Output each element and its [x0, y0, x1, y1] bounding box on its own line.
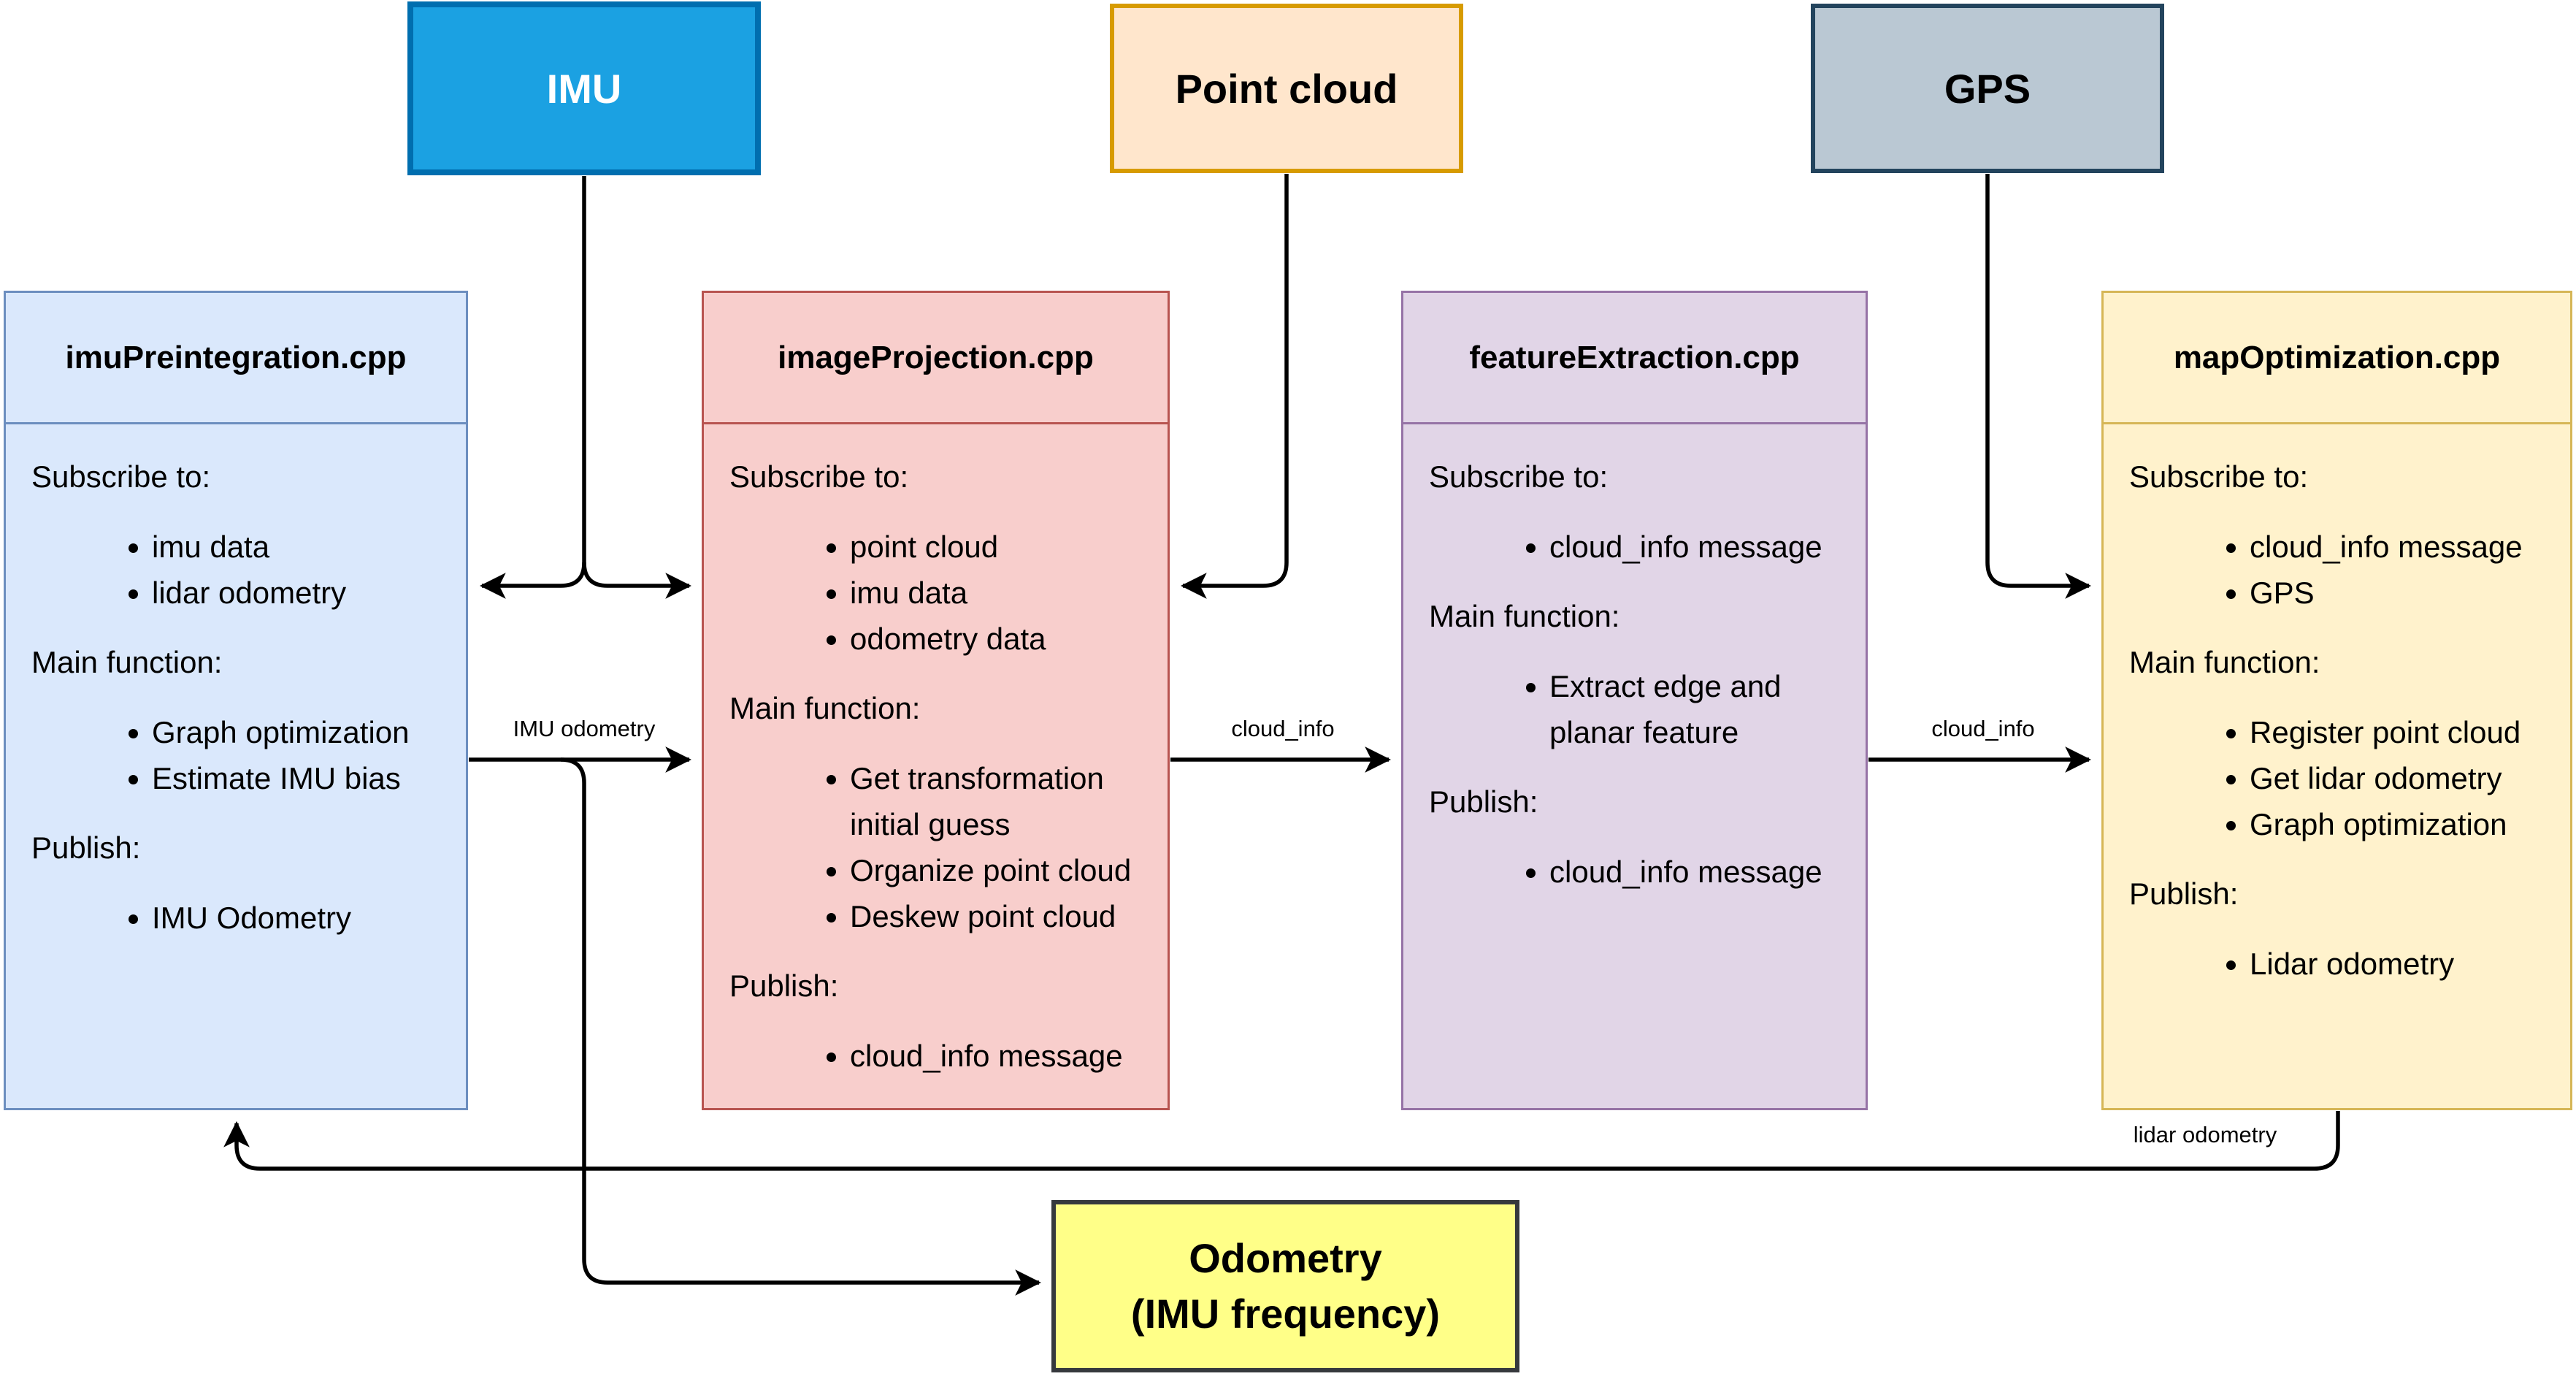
edge-label-lidar-odometry: lidar odometry [2133, 1122, 2277, 1147]
publish-list: cloud_info message [729, 1033, 1160, 1079]
list-item: point cloud [850, 524, 1160, 570]
wire-branch-to-odometry [560, 757, 1041, 1296]
main-heading: Main function: [2129, 645, 2320, 679]
list-item: lidar odometry [152, 570, 459, 616]
module-body: Subscribe to: cloud_info message GPS Mai… [2104, 424, 2570, 1108]
main-list: Extract edge and planar feature [1429, 663, 1858, 755]
module-feature-extraction: featureExtraction.cpp Subscribe to: clou… [1401, 291, 1868, 1110]
edge-label-cloud-info-1: cloud_info [1231, 716, 1335, 741]
output-label-line2: (IMU frequency) [1130, 1291, 1441, 1337]
list-item: Organize point cloud [850, 847, 1160, 893]
subscribe-list: cloud_info message GPS [2129, 524, 2563, 616]
sensor-label-imu: IMU [546, 65, 622, 112]
list-item: GPS [2250, 570, 2563, 616]
publish-list: Lidar odometry [2129, 941, 2563, 987]
module-title-text: imageProjection.cpp [778, 339, 1094, 375]
list-item: cloud_info message [850, 1033, 1160, 1079]
publish-heading: Publish: [31, 830, 141, 865]
main-list: Get transformation initial guess Organiz… [729, 755, 1160, 939]
publish-heading: Publish: [1429, 784, 1538, 819]
subscribe-list: cloud_info message [1429, 524, 1858, 570]
publish-heading: Publish: [2129, 876, 2239, 911]
list-item: imu data [152, 524, 459, 570]
module-body: Subscribe to: imu data lidar odometry Ma… [6, 424, 466, 1108]
module-title: imuPreintegration.cpp [6, 293, 466, 424]
list-item: cloud_info message [2250, 524, 2563, 570]
publish-list: cloud_info message [1429, 849, 1858, 895]
module-body: Subscribe to: point cloud imu data odome… [704, 424, 1168, 1108]
list-item: cloud_info message [1549, 849, 1858, 895]
subscribe-heading: Subscribe to: [729, 459, 909, 494]
list-item: Get lidar odometry [2250, 755, 2563, 801]
main-heading: Main function: [1429, 599, 1620, 633]
module-imu-preintegration: imuPreintegration.cpp Subscribe to: imu … [4, 291, 468, 1110]
list-item: Deskew point cloud [850, 893, 1160, 939]
list-item: Register point cloud [2250, 709, 2563, 755]
wire-imu-to-imageprojection [582, 562, 691, 599]
list-item: Lidar odometry [2250, 941, 2563, 987]
list-item: Graph optimization [2250, 801, 2563, 847]
output-box-odometry: Odometry (IMU frequency) [1051, 1200, 1519, 1372]
sensor-box-gps: GPS [1811, 4, 2164, 173]
list-item: IMU Odometry [152, 895, 459, 941]
list-item: Graph optimization [152, 709, 459, 755]
sensor-label-gps: GPS [1944, 65, 2031, 112]
list-item: Extract edge and planar feature [1549, 663, 1858, 755]
list-item: cloud_info message [1549, 524, 1858, 570]
module-title-text: mapOptimization.cpp [2173, 339, 2501, 375]
module-map-optimization: mapOptimization.cpp Subscribe to: cloud_… [2101, 291, 2572, 1110]
module-body: Subscribe to: cloud_info message Main fu… [1403, 424, 1866, 1108]
subscribe-heading: Subscribe to: [2129, 459, 2309, 494]
main-heading: Main function: [729, 691, 921, 725]
list-item: imu data [850, 570, 1160, 616]
publish-heading: Publish: [729, 969, 839, 1003]
edge-label-imu-odometry: IMU odometry [513, 716, 656, 741]
publish-list: IMU Odometry [31, 895, 459, 941]
edge-label-cloud-info-2: cloud_info [1931, 716, 2035, 741]
sensor-box-point-cloud: Point cloud [1110, 4, 1463, 173]
module-title-text: imuPreintegration.cpp [65, 339, 407, 375]
main-heading: Main function: [31, 645, 223, 679]
output-label-line1: Odometry [1189, 1235, 1382, 1282]
subscribe-list: imu data lidar odometry [31, 524, 459, 616]
module-title-text: featureExtraction.cpp [1469, 339, 1800, 375]
module-title: mapOptimization.cpp [2104, 293, 2570, 424]
list-item: odometry data [850, 616, 1160, 662]
sensor-box-imu: IMU [407, 1, 761, 175]
wire-pointcloud-to-imageprojection [1181, 174, 1289, 599]
module-image-projection: imageProjection.cpp Subscribe to: point … [702, 291, 1170, 1110]
subscribe-list: point cloud imu data odometry data [729, 524, 1160, 662]
main-list: Graph optimization Estimate IMU bias [31, 709, 459, 801]
wire-gps-to-mapoptimization [1985, 174, 2091, 599]
module-title: imageProjection.cpp [704, 293, 1168, 424]
wires-group [223, 174, 2340, 1296]
main-list: Register point cloud Get lidar odometry … [2129, 709, 2563, 847]
subscribe-heading: Subscribe to: [1429, 459, 1609, 494]
sensor-label-point-cloud: Point cloud [1175, 65, 1398, 112]
list-item: Estimate IMU bias [152, 755, 459, 801]
subscribe-heading: Subscribe to: [31, 459, 211, 494]
wire-lidar-odometry-feedback [223, 1111, 2340, 1171]
module-title: featureExtraction.cpp [1403, 293, 1866, 424]
wire-imu-to-imupreintegration [480, 562, 586, 599]
list-item: Get transformation initial guess [850, 755, 1160, 847]
